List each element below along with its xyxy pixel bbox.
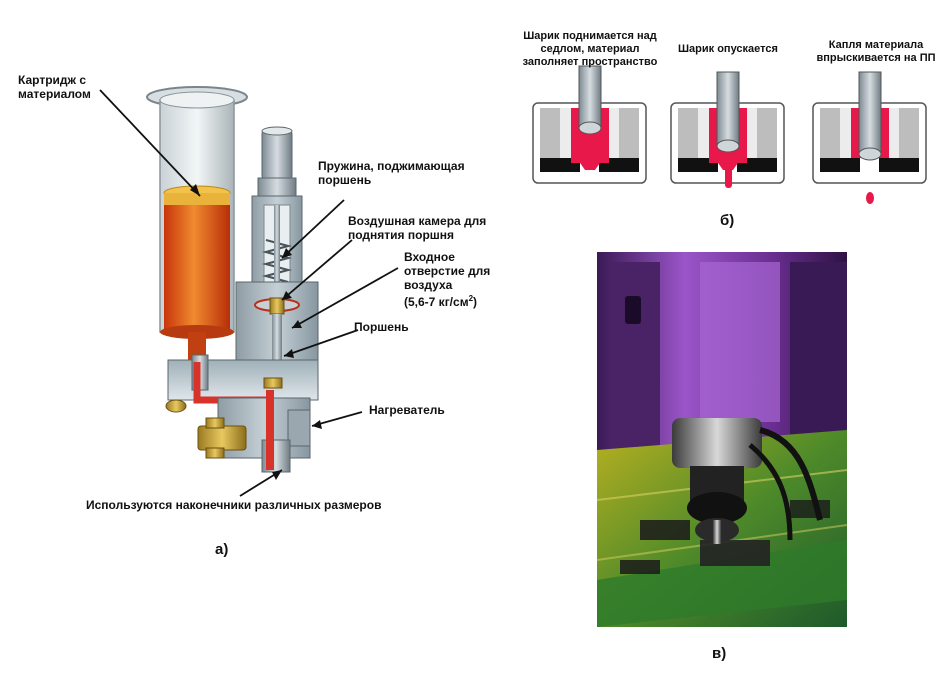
leader-air-chamber [281,239,353,301]
cartridge [146,86,248,362]
caption-a: а) [215,541,229,558]
caption-b: б) [720,212,735,229]
panel-c-photo [596,252,848,627]
dispenser-body [165,281,319,473]
label-nozzles: Используются наконечники различных разме… [86,498,382,512]
label-air-inlet: Входное отверстие для воздуха (5,6-7 кг/… [404,250,512,309]
leader-lines [99,89,399,497]
label-step-2: Шарик опускается [678,43,778,55]
label-air-inlet-text: Входное отверстие для воздуха [404,250,491,292]
label-spring: Пружина, поджимающая поршень [318,159,465,187]
leader-piston [283,329,359,357]
label-heater: Нагреватель [369,403,445,417]
leader-cartridge [99,89,201,197]
valve-step-1 [532,65,647,184]
spring-tower [251,126,303,335]
leader-spring [281,199,345,259]
label-piston: Поршень [354,320,409,334]
label-cartridge: Картридж с материалом [18,73,91,101]
label-air-chamber: Воздушная камера для поднятия поршня [348,214,487,242]
panel-b-illustration [532,65,927,204]
label-air-inlet-sup: 2 [468,294,474,303]
leader-arrowheads [190,184,322,480]
label-air-inlet-close: ) [473,295,478,309]
label-step-1: Шарик поднимается над седлом, материал з… [522,30,658,68]
droplet [866,192,874,204]
label-step-3: Капля материала впрыскивается на ПП [816,39,936,64]
caption-c: в) [712,645,727,662]
valve-step-2 [670,71,785,188]
leader-air-inlet [291,267,399,329]
label-air-inlet-pressure: (5,6-7 кг/см [404,295,469,309]
valve-step-3 [812,71,927,204]
